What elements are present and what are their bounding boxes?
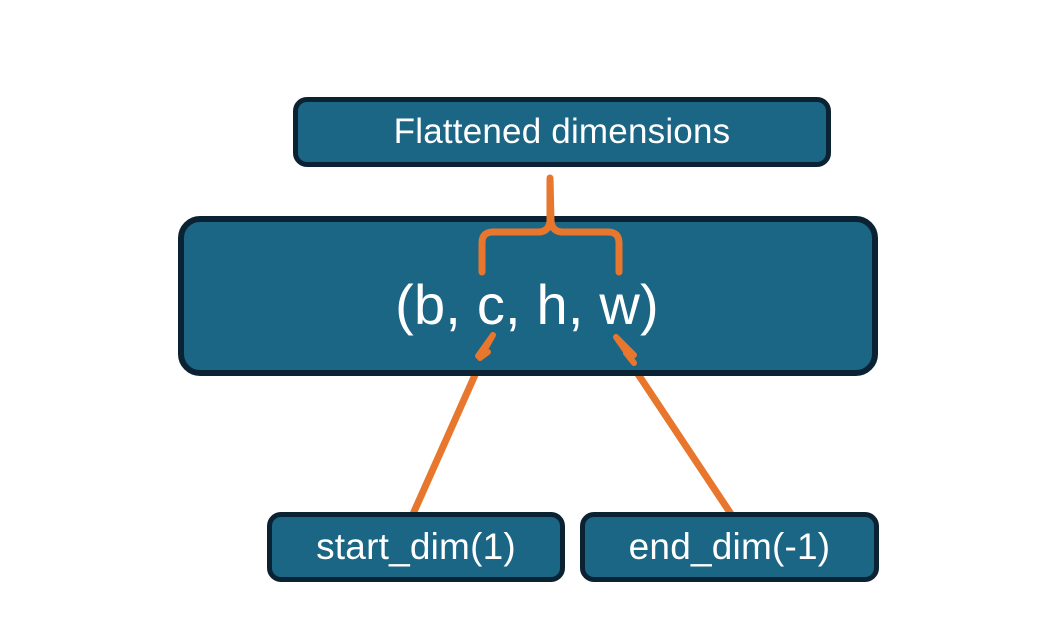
end-dim-label: end_dim(-1): [628, 526, 831, 567]
tensor-shape-box: (b, c, h, w): [178, 216, 878, 376]
end-dim-box: end_dim(-1): [580, 512, 879, 582]
start-dim-label: start_dim(1): [316, 526, 516, 567]
flattened-dimensions-label: Flattened dimensions: [393, 112, 731, 151]
tensor-shape-label: (b, c, h, w): [395, 272, 659, 336]
flattened-dimensions-box: Flattened dimensions: [293, 97, 831, 167]
start-dim-box: start_dim(1): [267, 512, 565, 582]
